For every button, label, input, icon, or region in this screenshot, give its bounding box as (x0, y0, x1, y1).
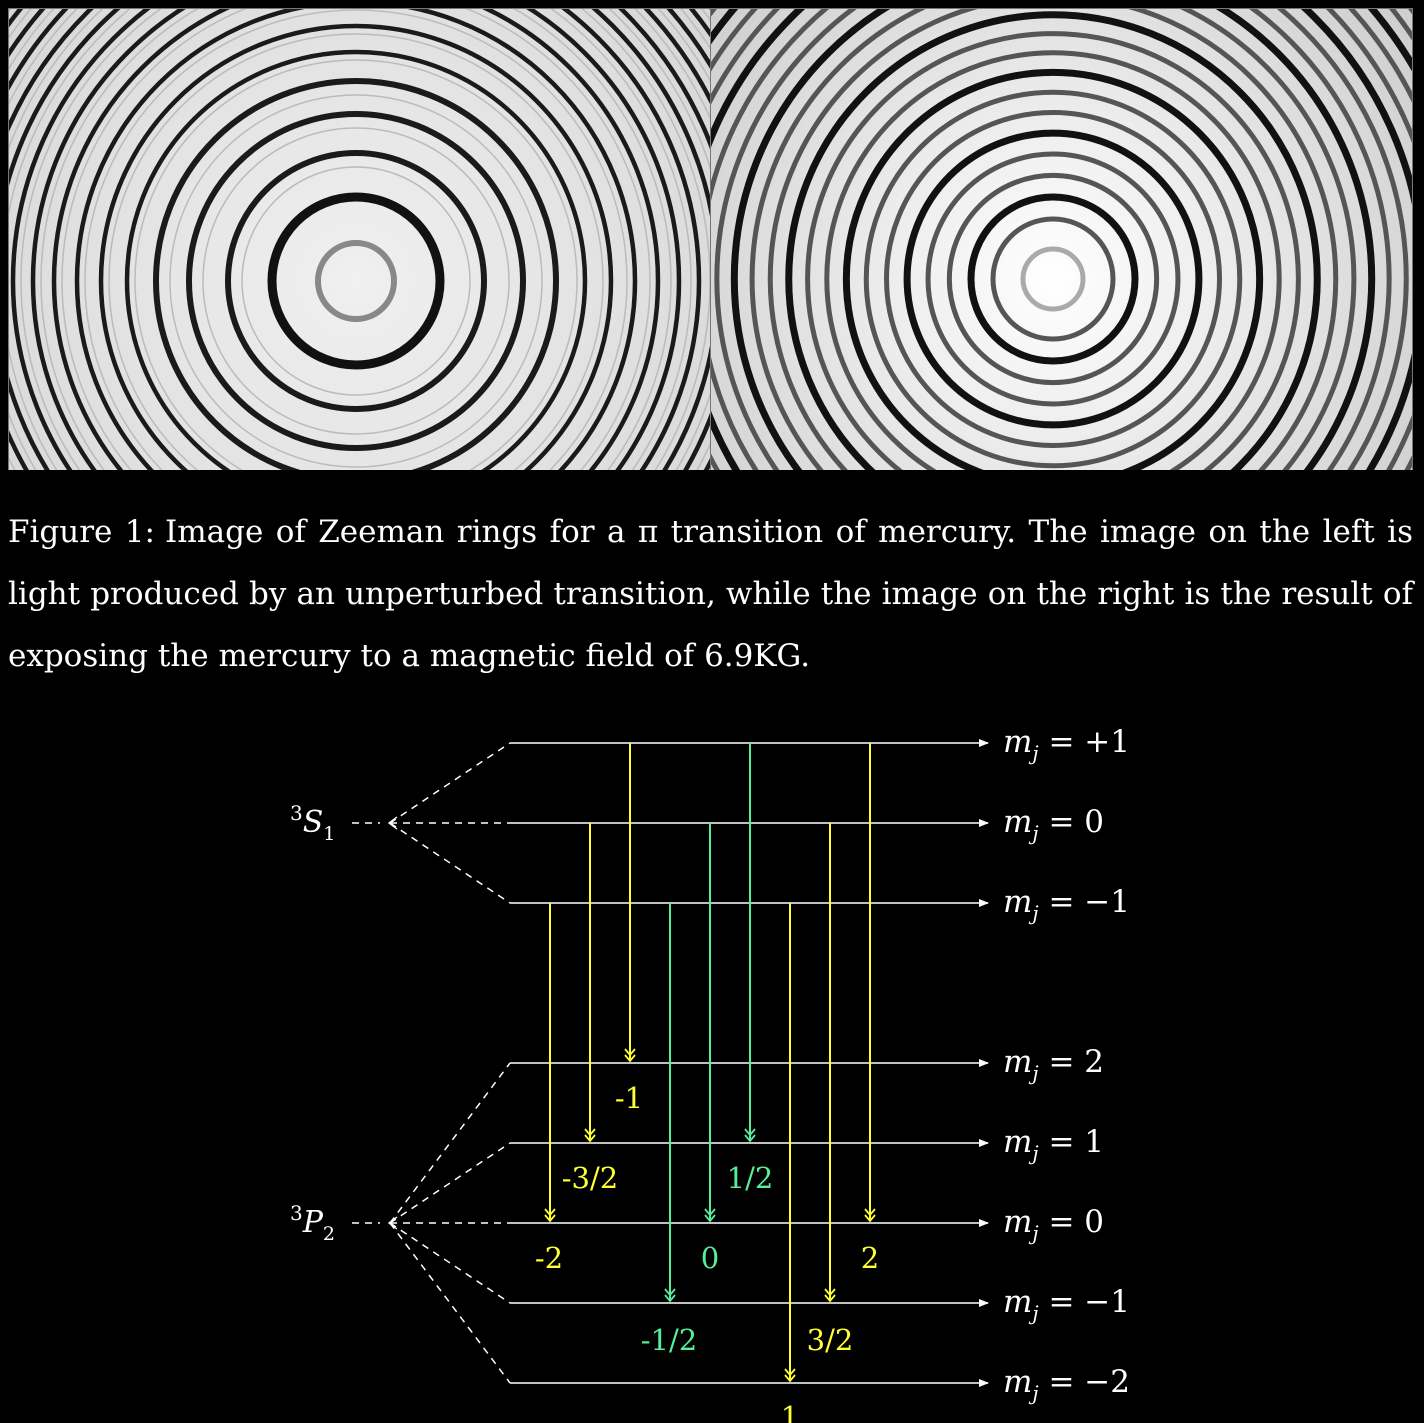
upper-level-0-label: mj = +1 (1003, 724, 1130, 765)
transition-label-7: 3/2 (807, 1323, 854, 1357)
transition-label-8: 2 (861, 1241, 879, 1275)
lower-level-3-label: mj = −1 (1003, 1284, 1130, 1325)
transition-arrowhead-2 (624, 1048, 636, 1063)
figure-caption: Figure 1:Image of Zeeman rings for a π t… (8, 501, 1413, 687)
transition-label-0: -2 (535, 1241, 563, 1275)
zeeman-rings-unperturbed-image (9, 9, 710, 470)
lower-fan-dash-0 (389, 1062, 511, 1224)
transition-label-4: 0 (701, 1241, 719, 1275)
upper-fan-arrowhead (387, 816, 398, 830)
upper-level-1-label: mj = 0 (1003, 804, 1104, 845)
lower-level-1-label: mj = 1 (1003, 1124, 1104, 1165)
transition-arrowhead-7 (824, 1288, 836, 1303)
transition-arrowhead-8 (864, 1208, 876, 1223)
transition-arrowhead-4 (704, 1208, 716, 1223)
lower-fan-dash-3 (389, 1222, 511, 1304)
transition-arrowhead-1 (584, 1128, 596, 1143)
pi-transitions: -2 -3/2 -1 -1/2 0 1/2 1 3/2 2 (535, 743, 879, 1423)
zeeman-rings-magnetic-field-image (711, 9, 1412, 470)
lower-level-0-label: mj = 2 (1003, 1044, 1104, 1085)
lower-fan-dash-4 (389, 1222, 511, 1384)
figure-label: Figure 1: (8, 514, 155, 550)
zeeman-energy-level-diagram: 3S1 3P2 mj = +1 mj = 0 mj = −1 mj = 2 mj = 1… (290, 724, 1130, 1423)
transition-label-6: 1 (781, 1400, 799, 1423)
energy-levels: mj = +1 mj = 0 mj = −1 mj = 2 mj = 1 mj = 0 mj… (510, 724, 1130, 1405)
lower-level-4-label: mj = −2 (1003, 1364, 1130, 1405)
transition-label-3: -1/2 (641, 1323, 697, 1357)
caption-text: Image of Zeeman rings for a π transition… (8, 514, 1413, 674)
lower-fan-arrowhead (387, 1216, 398, 1230)
upper-fan-dash-2 (389, 822, 511, 904)
zeeman-photo-panel (8, 8, 1413, 470)
lower-term-symbol: 3P2 (290, 1201, 335, 1245)
lower-fan-dash-1 (389, 1142, 511, 1224)
transition-arrowhead-5 (744, 1128, 756, 1143)
transition-label-5: 1/2 (727, 1161, 774, 1195)
lower-level-2-label: mj = 0 (1003, 1204, 1104, 1245)
transition-arrowhead-6 (784, 1368, 796, 1383)
upper-term-symbol: 3S1 (290, 801, 335, 845)
transition-label-2: -1 (615, 1081, 643, 1115)
upper-level-2-label: mj = −1 (1003, 884, 1130, 925)
upper-fan-dash-0 (389, 742, 511, 824)
transition-arrowhead-3 (664, 1288, 676, 1303)
transition-label-1: -3/2 (562, 1161, 618, 1195)
level-splitting-dashes (352, 742, 511, 1384)
transition-arrowhead-0 (544, 1208, 556, 1223)
